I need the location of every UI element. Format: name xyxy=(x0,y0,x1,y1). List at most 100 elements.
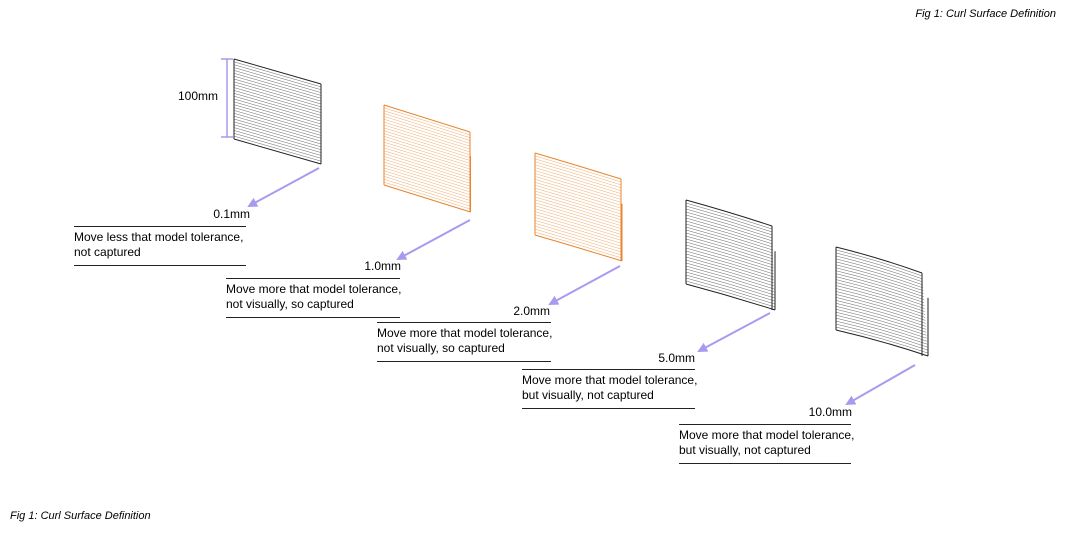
panel-hatch-line xyxy=(233,133,322,159)
panel-hatch-line xyxy=(835,288,926,315)
panel-hatch-line xyxy=(835,249,923,277)
panel-value: 2.0mm xyxy=(513,304,550,318)
panel-hatch-line xyxy=(685,256,775,284)
panel-hatch-line xyxy=(233,118,322,145)
panel-hatch-line xyxy=(383,181,471,210)
panel-caption: Move more that model tolerance, but visu… xyxy=(522,369,698,409)
caption-line: not visually, so captured xyxy=(226,297,354,311)
panel-hatch-line xyxy=(383,141,471,170)
caption-line: but visually, not captured xyxy=(679,443,811,457)
panel-hatch-line xyxy=(835,267,924,294)
panel-hatch-line xyxy=(835,303,927,330)
caption-line: not captured xyxy=(74,245,141,259)
panel-hatch-line xyxy=(835,264,924,292)
panel-hatch-line xyxy=(534,208,622,235)
panel-value: 5.0mm xyxy=(658,351,695,365)
panel-hatch-line xyxy=(685,280,775,308)
panel-hatch-line xyxy=(534,182,622,209)
panel-hatch-line xyxy=(534,167,622,194)
panel-caption: Move more that model tolerance, not visu… xyxy=(377,322,552,362)
panel-hatch-line xyxy=(685,250,774,278)
panel-hatch-line xyxy=(835,291,926,318)
panel-hatch-line xyxy=(534,184,622,212)
pointer-arrow xyxy=(845,364,916,405)
panel-hatch-line xyxy=(685,220,773,248)
panel-hatch-line xyxy=(685,259,775,287)
panel-hatch-line xyxy=(835,306,927,333)
caption-line: Move more that model tolerance, xyxy=(522,373,698,387)
panel-hatch-line xyxy=(383,130,471,158)
panel-hatch-line xyxy=(383,176,471,204)
panel-hatch-line xyxy=(534,187,622,215)
panel-hatch-line xyxy=(835,261,924,289)
panel-hatch-line xyxy=(233,98,322,125)
panel-hatch-line xyxy=(383,119,471,147)
panel-hatch-line xyxy=(534,173,622,200)
panel-hatch-line xyxy=(685,247,774,275)
panel-hatch-line xyxy=(383,153,471,181)
panel-hatch-line xyxy=(685,214,773,242)
panel-hatch-line xyxy=(383,113,471,141)
figure-title-top: Fig 1: Curl Surface Definition xyxy=(915,8,1056,20)
panel-hatch-line xyxy=(835,297,926,324)
panel-hatch-line xyxy=(233,135,322,162)
panel-hatch-line xyxy=(835,285,925,312)
panel-hatch-line xyxy=(383,133,471,161)
panel-hatch-line xyxy=(383,144,471,173)
panel-hatch-line xyxy=(233,113,322,139)
panel-hatch-line xyxy=(383,173,471,201)
caption-line: Move more that model tolerance, xyxy=(226,282,402,296)
panel-hatch-line xyxy=(233,101,322,128)
panel-hatch-line xyxy=(534,220,622,247)
panel-hatch-line xyxy=(233,75,322,102)
panel-hatch-line xyxy=(233,107,322,133)
panel-hatch-line xyxy=(685,283,776,311)
panel-hatch-line xyxy=(233,87,322,113)
panel-hatch-line xyxy=(534,190,622,218)
panel-hatch-line xyxy=(835,320,928,348)
panel-caption: Move more that model tolerance, but visu… xyxy=(679,424,854,464)
curl-panel xyxy=(835,246,929,357)
panel-hatch-line xyxy=(383,104,471,133)
panel-hatch-line xyxy=(383,150,471,178)
panel-hatch-line xyxy=(383,159,471,187)
curl-panel xyxy=(383,104,471,213)
panel-hatch-line xyxy=(233,115,322,142)
panel-caption: Move less that model tolerance, not capt… xyxy=(74,226,246,266)
panel-hatch-line xyxy=(233,110,322,136)
panel-hatch-line xyxy=(685,274,775,302)
curl-panel xyxy=(685,199,776,311)
panel-hatch-line xyxy=(835,258,923,286)
panel-hatch-line xyxy=(835,317,928,345)
curl-panel xyxy=(534,152,623,262)
panel-hatch-line xyxy=(383,110,471,138)
panel-hatch-line xyxy=(233,61,322,88)
panel-hatch-line xyxy=(835,314,928,342)
panel-hatch-line xyxy=(383,136,471,164)
panel-hatch-line xyxy=(685,232,774,260)
panel-hatch-line xyxy=(685,268,775,296)
panel-hatch-line xyxy=(534,176,622,203)
panel-hatch-line xyxy=(835,276,925,303)
panel-hatch-line xyxy=(534,205,622,232)
panel-hatch-line xyxy=(534,231,623,259)
panel-hatch-line xyxy=(835,279,925,306)
panel-hatch-line xyxy=(534,158,622,186)
panel-hatch-line xyxy=(685,211,773,239)
panel-hatch-line xyxy=(685,244,774,272)
panel-hatch-line xyxy=(534,196,622,224)
panel-hatch-line xyxy=(383,170,471,198)
panel-hatch-line xyxy=(233,81,322,108)
panel-hatch-line xyxy=(685,199,773,227)
panel-hatch-line xyxy=(383,164,471,193)
panel-hatch-line xyxy=(685,238,774,266)
panel-hatch-line xyxy=(534,179,622,206)
panel-hatch-line xyxy=(835,329,929,357)
panel-hatch-line xyxy=(233,121,322,148)
panel-hatch-line xyxy=(685,253,775,281)
panel-hatch-line xyxy=(835,273,925,300)
panel-hatch-line xyxy=(685,277,775,305)
panel-hatch-line xyxy=(835,255,923,283)
panel-hatch-line xyxy=(383,147,471,176)
panel-hatch-line xyxy=(835,323,928,351)
